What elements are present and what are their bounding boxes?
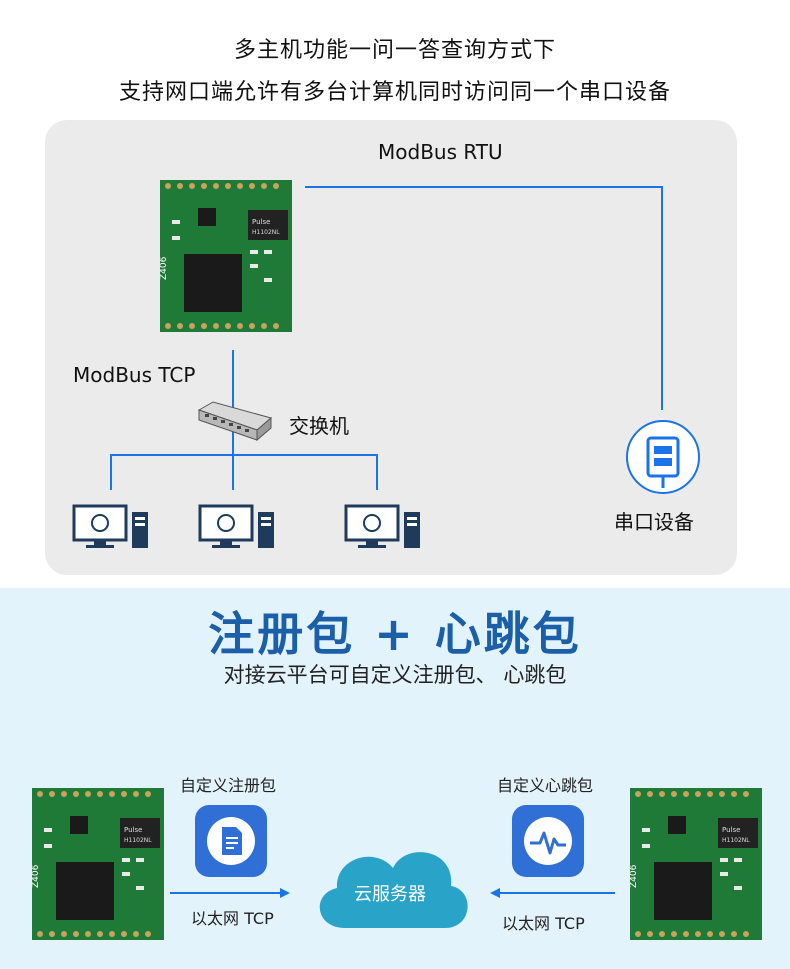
chip-model: H1102NL (124, 837, 152, 844)
module-board-icon: Pulse H1102NL Z406 (32, 788, 164, 940)
chip-brand: Pulse (252, 218, 270, 226)
right-arrow-label: 以太网 TCP (502, 914, 585, 933)
serial-device-label: 串口设备 (614, 510, 694, 534)
switch-icon (197, 401, 273, 442)
board-side-text: Z406 (630, 864, 639, 888)
cloud-server-label: 云服务器 (354, 884, 426, 905)
chip-model: H1102NL (722, 837, 750, 844)
computer-icon (344, 504, 420, 548)
chip-brand: Pulse (722, 826, 740, 834)
computer-icon (72, 504, 148, 548)
module-board-icon: Pulse H1102NL Z406 (630, 788, 762, 940)
heartbeat-card-label: 自定义心跳包 (497, 776, 594, 795)
document-icon (207, 817, 255, 865)
headline-line1: 多主机功能一问一答查询方式下 (233, 38, 556, 63)
heartbeat-card (512, 805, 584, 877)
serial-port-icon (626, 420, 700, 494)
modbus-tcp-label: ModBus TCP (73, 363, 196, 387)
register-card (195, 805, 267, 877)
section-title: 注册包 + 心跳包 (208, 607, 582, 661)
cloud-icon (319, 852, 468, 928)
computer-icon (198, 504, 274, 548)
module-board-icon: Pulse H1102NL Z406 (160, 180, 292, 332)
modbus-rtu-label: ModBus RTU (378, 140, 503, 164)
chip-model: H1102NL (252, 229, 280, 236)
headline-line2: 支持网口端允许有多台计算机同时访问同一个串口设备 (118, 80, 671, 105)
chip-brand: Pulse (124, 826, 142, 834)
left-arrow-label: 以太网 TCP (191, 909, 274, 928)
register-card-label: 自定义注册包 (180, 776, 277, 795)
board-side-text: Z406 (32, 864, 41, 888)
board-side-text: Z406 (160, 256, 169, 280)
section-subtitle: 对接云平台可自定义注册包、 心跳包 (223, 663, 567, 687)
switch-label: 交换机 (289, 414, 349, 438)
heartbeat-icon (524, 817, 572, 865)
